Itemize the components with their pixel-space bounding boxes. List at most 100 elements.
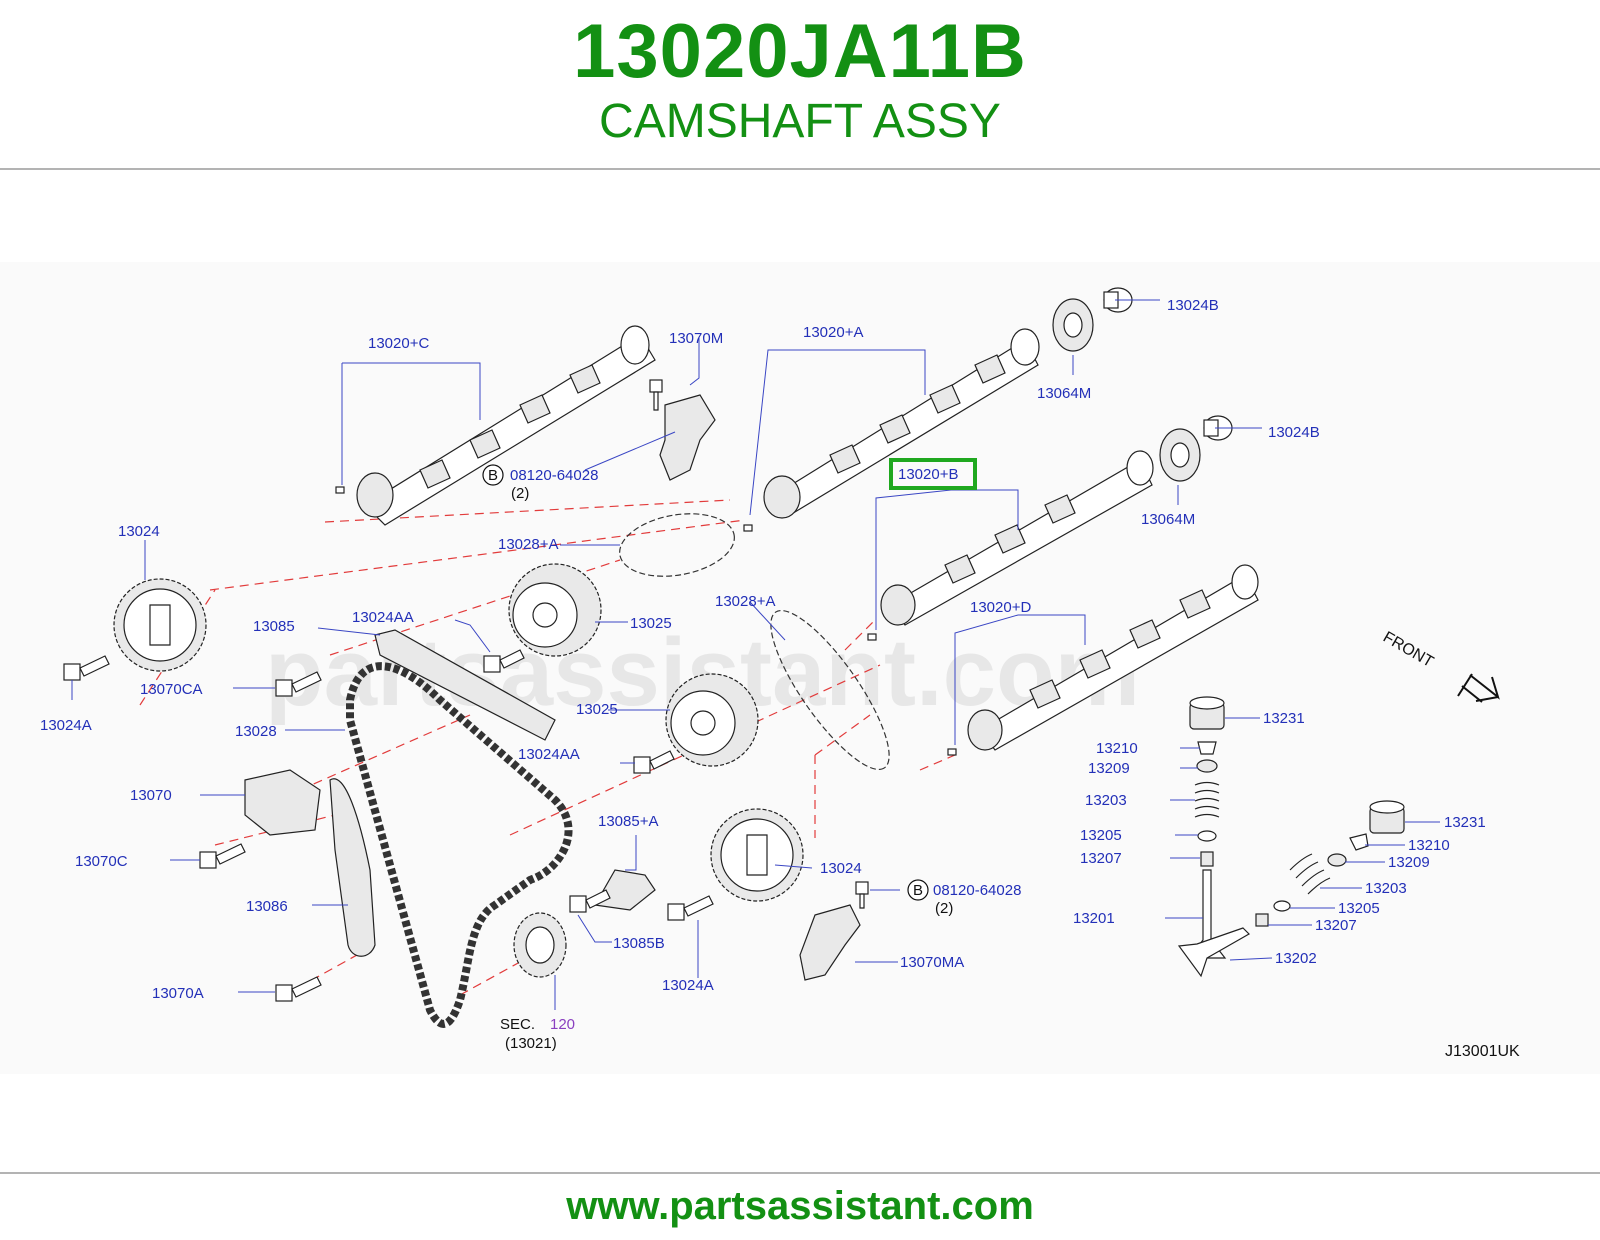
label-13070m[interactable]: 13070M xyxy=(669,330,723,347)
spring-retainer-13209-lower[interactable] xyxy=(1327,853,1347,867)
label-08120-upper[interactable]: 08120-64028 xyxy=(510,467,598,484)
camshaft-b[interactable] xyxy=(867,450,1154,641)
sprocket-13024-left[interactable] xyxy=(113,578,207,672)
label-13205-upper[interactable]: 13205 xyxy=(1080,827,1122,844)
spring-seat-13205-upper[interactable] xyxy=(1197,830,1217,842)
front-label: FRONT xyxy=(1380,629,1436,671)
sec-number-link[interactable]: 120 xyxy=(550,1016,575,1033)
bolt-symbol-circle-lower xyxy=(907,879,929,901)
highlight-box xyxy=(889,458,977,490)
label-13201[interactable]: 13201 xyxy=(1073,910,1115,927)
label-13231-lower[interactable]: 13231 xyxy=(1444,814,1486,831)
valve-lifter-13231-lower[interactable] xyxy=(1369,800,1405,834)
valve-seal-13207-upper[interactable] xyxy=(1200,851,1214,867)
camshaft-a[interactable] xyxy=(743,328,1040,532)
bolt-13024a-left[interactable] xyxy=(63,655,110,681)
valve-seal-13207-lower[interactable] xyxy=(1255,913,1269,927)
bolt-13070c[interactable] xyxy=(199,843,246,869)
label-13020b[interactable]: 13020+B xyxy=(898,466,958,483)
camshaft-c[interactable] xyxy=(335,325,656,526)
bolt-08120-upper[interactable] xyxy=(649,379,663,411)
footer-divider xyxy=(0,1172,1600,1174)
bolt-13024aa-lower[interactable] xyxy=(633,750,675,774)
chain-tensioner-13070[interactable] xyxy=(244,769,321,836)
primary-chain-13028[interactable] xyxy=(346,662,573,1028)
bolt-symbol-lower: B xyxy=(913,882,923,899)
label-13028a-left[interactable]: 13028+A xyxy=(498,536,558,553)
label-13085a[interactable]: 13085+A xyxy=(598,813,658,830)
label-13028a-right[interactable]: 13028+A xyxy=(715,593,775,610)
secondary-chain-13028a-right[interactable] xyxy=(753,596,908,784)
label-13203-lower[interactable]: 13203 xyxy=(1365,880,1407,897)
valve-spring-13203-lower[interactable] xyxy=(1289,853,1331,895)
label-13209-lower[interactable]: 13209 xyxy=(1388,854,1430,871)
valve-spring-13203-upper[interactable] xyxy=(1194,781,1220,818)
label-13024a-lower[interactable]: 13024A xyxy=(662,977,714,994)
sprocket-13025-upper[interactable] xyxy=(508,563,602,657)
label-13028[interactable]: 13028 xyxy=(235,723,277,740)
label-13209-upper[interactable]: 13209 xyxy=(1088,760,1130,777)
valve-collet-13210-upper[interactable] xyxy=(1197,741,1217,755)
slack-guide-13085a[interactable] xyxy=(594,869,656,911)
label-13085[interactable]: 13085 xyxy=(253,618,295,635)
bolt-13024aa-upper[interactable] xyxy=(483,649,525,673)
sprocket-13024-lower[interactable] xyxy=(710,808,804,902)
label-13070ma[interactable]: 13070MA xyxy=(900,954,964,971)
valve-collet-13210-lower[interactable] xyxy=(1349,833,1369,851)
bolt-13070ca[interactable] xyxy=(275,671,322,697)
sprocket-13025-lower[interactable] xyxy=(665,673,759,767)
label-13203-upper[interactable]: 13203 xyxy=(1085,792,1127,809)
spring-seat-13205-lower[interactable] xyxy=(1273,900,1291,912)
label-13024aa-upper[interactable]: 13024AA xyxy=(352,609,414,626)
label-13064m-top[interactable]: 13064M xyxy=(1037,385,1091,402)
label-13024b-top[interactable]: 13024B xyxy=(1167,297,1219,314)
label-13086[interactable]: 13086 xyxy=(246,898,288,915)
secondary-chain-13028a-left[interactable] xyxy=(615,505,740,584)
bolt-13024a-lower[interactable] xyxy=(667,895,714,921)
label-13024b-mid[interactable]: 13024B xyxy=(1268,424,1320,441)
label-13024aa-lower[interactable]: 13024AA xyxy=(518,746,580,763)
label-13210-upper[interactable]: 13210 xyxy=(1096,740,1138,757)
label-13070a[interactable]: 13070A xyxy=(152,985,204,1002)
diagram-panel xyxy=(0,262,1600,1074)
ring-13064m-top[interactable] xyxy=(1052,298,1094,352)
label-13207-upper[interactable]: 13207 xyxy=(1080,850,1122,867)
spring-retainer-13209-upper[interactable] xyxy=(1196,759,1218,773)
label-13025-upper[interactable]: 13025 xyxy=(630,615,672,632)
label-13070[interactable]: 13070 xyxy=(130,787,172,804)
bolt-13085b[interactable] xyxy=(569,889,611,913)
ring-13064m-mid[interactable] xyxy=(1159,428,1201,482)
label-13020c[interactable]: 13020+C xyxy=(368,335,429,352)
label-08120-lower[interactable]: 08120-64028 xyxy=(933,882,1021,899)
label-13024-lower[interactable]: 13024 xyxy=(820,860,862,877)
tensioner-13070m[interactable] xyxy=(659,394,716,481)
label-13210-lower[interactable]: 13210 xyxy=(1408,837,1450,854)
footer-url-link[interactable]: www.partsassistant.com xyxy=(566,1184,1034,1228)
tensioner-13070ma[interactable] xyxy=(799,904,861,981)
label-13020d[interactable]: 13020+D xyxy=(970,599,1031,616)
label-13064m-mid[interactable]: 13064M xyxy=(1141,511,1195,528)
exhaust-valve-13202[interactable] xyxy=(1177,927,1250,978)
label-13024a-left[interactable]: 13024A xyxy=(40,717,92,734)
label-13207-lower[interactable]: 13207 xyxy=(1315,917,1357,934)
valve-lifter-13231-upper[interactable] xyxy=(1189,696,1225,730)
label-13202[interactable]: 13202 xyxy=(1275,950,1317,967)
tensioner-guide-13086[interactable] xyxy=(329,778,376,957)
sec-label: SEC. xyxy=(500,1016,535,1033)
bolt-13070a[interactable] xyxy=(275,976,322,1002)
chain-guide-13085[interactable] xyxy=(374,629,556,741)
label-13024-left[interactable]: 13024 xyxy=(118,523,160,540)
label-13231-upper[interactable]: 13231 xyxy=(1263,710,1305,727)
bolt-08120-lower[interactable] xyxy=(855,881,869,909)
label-13025-lower[interactable]: 13025 xyxy=(576,701,618,718)
intake-valve-13201[interactable] xyxy=(1187,869,1227,959)
leader-lines xyxy=(71,299,1440,1010)
camshaft-d[interactable] xyxy=(947,564,1259,756)
label-13070c[interactable]: 13070C xyxy=(75,853,128,870)
label-13070ca[interactable]: 13070CA xyxy=(140,681,203,698)
label-13085b[interactable]: 13085B xyxy=(613,935,665,952)
label-13205-lower[interactable]: 13205 xyxy=(1338,900,1380,917)
label-13020a[interactable]: 13020+A xyxy=(803,324,863,341)
crank-sprocket-13021[interactable] xyxy=(513,912,567,978)
